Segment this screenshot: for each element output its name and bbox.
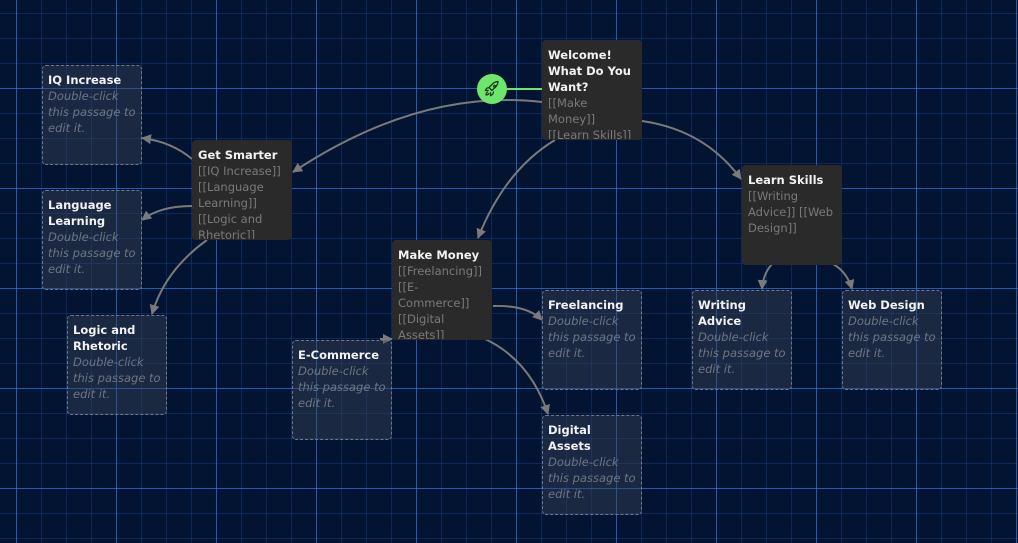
rocket-icon [484, 80, 499, 97]
passage-placeholder-text: Double-click this passage to edit it. [698, 330, 786, 376]
passage-placeholder-text: Double-click this passage to edit it. [548, 455, 636, 501]
passage-title: IQ Increase [48, 73, 122, 87]
passage-learn-skills[interactable]: Learn Skills [[Writing Advice]] [[Web De… [742, 165, 842, 265]
passage-web-design[interactable]: Web Design Double-click this passage to … [842, 290, 942, 390]
passage-placeholder-text: Double-click this passage to edit it. [48, 89, 136, 135]
passage-placeholder-text: Double-click this passage to edit it. [548, 314, 636, 360]
passage-writing-advice[interactable]: Writing Advice Double-click this passage… [692, 290, 792, 390]
passage-digital-assets[interactable]: Digital Assets Double-click this passage… [542, 415, 642, 515]
passage-title: Get Smarter [198, 148, 278, 162]
passage-title: Digital Assets [548, 423, 591, 453]
passage-title: Logic and Rhetoric [73, 323, 136, 353]
passage-placeholder-text: Double-click this passage to edit it. [48, 230, 136, 276]
passage-title: Make Money [398, 248, 480, 262]
passage-get-smarter[interactable]: Get Smarter [[IQ Increase]] [[Language L… [192, 140, 292, 240]
passage-title: Welcome! What Do You Want? [548, 48, 631, 94]
passage-excerpt: [[Writing Advice]] [[Web Design]] [748, 189, 834, 235]
passage-excerpt: [[Freelancing]] [[E-Commerce]] [[Digital… [398, 264, 482, 340]
passage-excerpt: [[Make Money]] [[Learn Skills]] [[Get Sm… [548, 96, 632, 140]
passage-logic-rhetoric[interactable]: Logic and Rhetoric Double-click this pas… [67, 315, 167, 415]
passage-placeholder-text: Double-click this passage to edit it. [73, 355, 161, 401]
passage-iq-increase[interactable]: IQ Increase Double-click this passage to… [42, 65, 142, 165]
passage-language-learning[interactable]: Language Learning Double-click this pass… [42, 190, 142, 290]
passage-freelancing[interactable]: Freelancing Double-click this passage to… [542, 290, 642, 390]
passage-title: E-Commerce [298, 348, 380, 362]
passage-title: Learn Skills [748, 173, 824, 187]
passage-placeholder-text: Double-click this passage to edit it. [848, 314, 936, 360]
passage-title: Freelancing [548, 298, 624, 312]
start-passage-marker[interactable] [477, 74, 507, 104]
passage-title: Language Learning [48, 198, 112, 228]
passage-e-commerce[interactable]: E-Commerce Double-click this passage to … [292, 340, 392, 440]
passage-placeholder-text: Double-click this passage to edit it. [298, 364, 386, 410]
passage-title: Writing Advice [698, 298, 746, 328]
passage-welcome[interactable]: Welcome! What Do You Want? [[Make Money]… [542, 40, 642, 140]
passage-title: Web Design [848, 298, 925, 312]
passage-make-money[interactable]: Make Money [[Freelancing]] [[E-Commerce]… [392, 240, 492, 340]
passage-excerpt: [[IQ Increase]] [[Language Learning]] [[… [198, 164, 281, 240]
